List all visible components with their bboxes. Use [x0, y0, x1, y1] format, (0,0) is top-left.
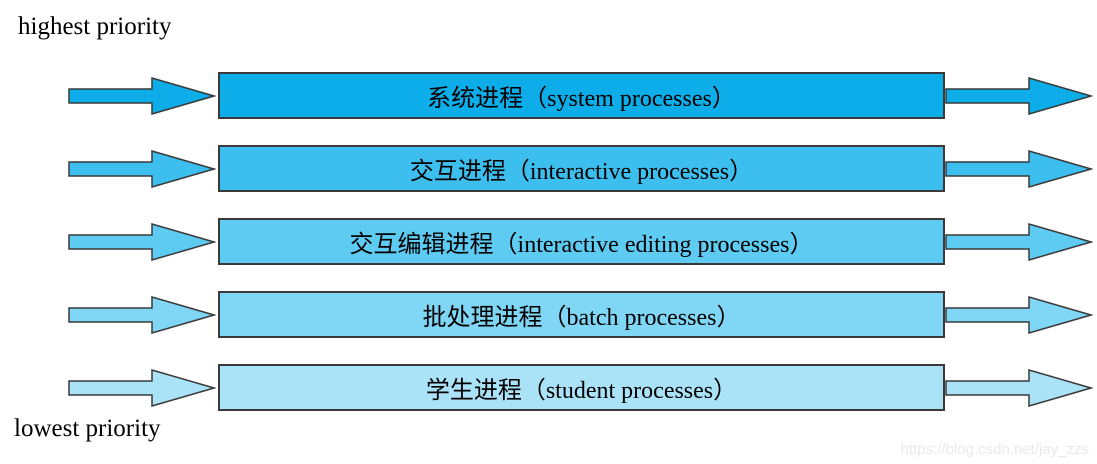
inflow-arrow-icon [68, 369, 216, 407]
watermark-url: https://blog.csdn.net/jay_zzs [900, 441, 1089, 458]
outflow-arrow-icon [945, 150, 1093, 188]
queue-row: 交互编辑进程（interactive editing processes） [0, 218, 1097, 265]
outflow-arrow-icon [945, 369, 1093, 407]
inflow-arrow-icon [68, 150, 216, 188]
queue-row: 批处理进程（batch processes） [0, 291, 1097, 338]
outflow-arrow-icon [945, 223, 1093, 261]
highest-priority-label: highest priority [18, 13, 172, 40]
queue-bar-label: 交互编辑进程（interactive editing processes） [349, 232, 814, 258]
queue-bar: 批处理进程（batch processes） [218, 291, 945, 338]
queue-bar: 交互进程（interactive processes） [218, 145, 945, 192]
queue-bar: 系统进程（system processes） [218, 72, 945, 119]
outflow-arrow-icon [945, 77, 1093, 115]
queue-bar-label: 学生进程（student processes） [425, 378, 738, 404]
inflow-arrow-icon [68, 223, 216, 261]
inflow-arrow-icon [68, 296, 216, 334]
outflow-arrow-icon [945, 296, 1093, 334]
queue-row: 系统进程（system processes） [0, 72, 1097, 119]
queue-bar: 学生进程（student processes） [218, 364, 945, 411]
queue-bar-label: 交互进程（interactive processes） [409, 159, 754, 185]
queue-bar-label: 系统进程（system processes） [427, 86, 736, 112]
queue-bar: 交互编辑进程（interactive editing processes） [218, 218, 945, 265]
queue-bar-label: 批处理进程（batch processes） [422, 305, 741, 331]
queue-row: 学生进程（student processes） [0, 364, 1097, 411]
inflow-arrow-icon [68, 77, 216, 115]
queue-row: 交互进程（interactive processes） [0, 145, 1097, 192]
lowest-priority-label: lowest priority [14, 415, 161, 442]
